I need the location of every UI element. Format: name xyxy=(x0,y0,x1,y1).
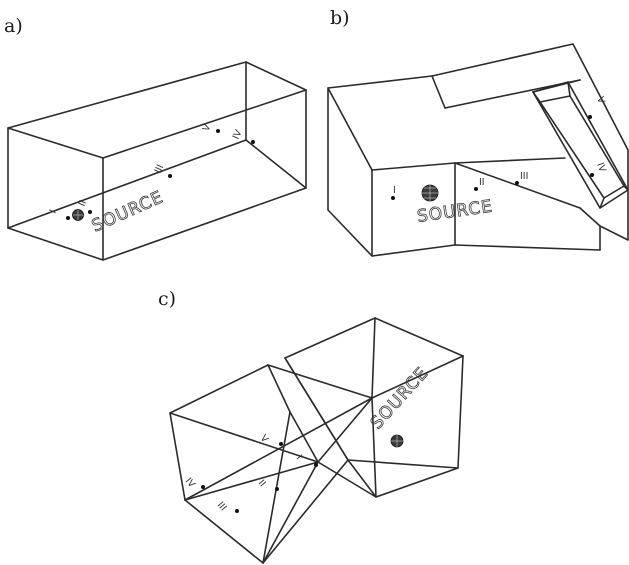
receiver-point-b-V xyxy=(588,115,592,119)
receiver-point-b-II xyxy=(474,187,478,191)
sphere-source-a xyxy=(72,209,84,221)
receiver-label-b-V: V xyxy=(594,95,607,105)
receiver-point-b-I xyxy=(391,196,395,200)
receiver-point-a-II xyxy=(88,210,92,214)
sphere-source-b xyxy=(421,184,439,202)
panel-label-c: c) xyxy=(158,288,176,310)
room-box-b xyxy=(327,43,629,257)
receiver-point-c-IV xyxy=(201,485,205,489)
receiver-label-a-II: II xyxy=(77,199,89,209)
receiver-label-b-I: I xyxy=(393,185,396,196)
source-label-a: SOURCE xyxy=(89,187,167,236)
receiver-label-c-II: II xyxy=(256,478,268,489)
panel-label-b: b) xyxy=(330,7,350,29)
receiver-point-b-IV xyxy=(590,173,594,177)
receiver-point-a-III xyxy=(168,174,172,178)
receiver-point-c-III xyxy=(235,509,239,513)
receiver-label-c-I: I xyxy=(294,453,304,462)
receiver-label-c-III: III xyxy=(215,500,229,514)
panel-b: b) SOURCE I xyxy=(327,7,629,257)
sphere-source-c xyxy=(390,434,404,448)
receiver-label-a-I: I xyxy=(48,208,59,215)
receiver-point-a-V xyxy=(216,129,220,133)
receiver-label-c-IV: IV xyxy=(183,476,198,491)
receiver-label-a-IV: IV xyxy=(231,128,245,142)
receiver-label-b-II: II xyxy=(479,177,485,188)
panel-label-a: a) xyxy=(4,15,23,37)
panel-a: a) SOURCE I II III IV V xyxy=(4,15,307,261)
receiver-label-a-V: V xyxy=(201,122,214,133)
receiver-point-c-V xyxy=(279,442,283,446)
room-box-a xyxy=(7,61,307,261)
room-box-c xyxy=(169,317,464,564)
receiver-point-a-I xyxy=(66,216,70,220)
receiver-label-b-III: III xyxy=(520,171,528,182)
panel-c: c) SOURCE I II III xyxy=(158,288,464,564)
receiver-label-b-IV: IV xyxy=(594,161,608,174)
receiver-point-c-I xyxy=(314,463,318,467)
receiver-point-a-IV xyxy=(251,140,255,144)
source-label-c: SOURCE xyxy=(367,363,433,433)
receiver-point-b-III xyxy=(515,181,519,185)
receiver-point-c-II xyxy=(275,487,279,491)
